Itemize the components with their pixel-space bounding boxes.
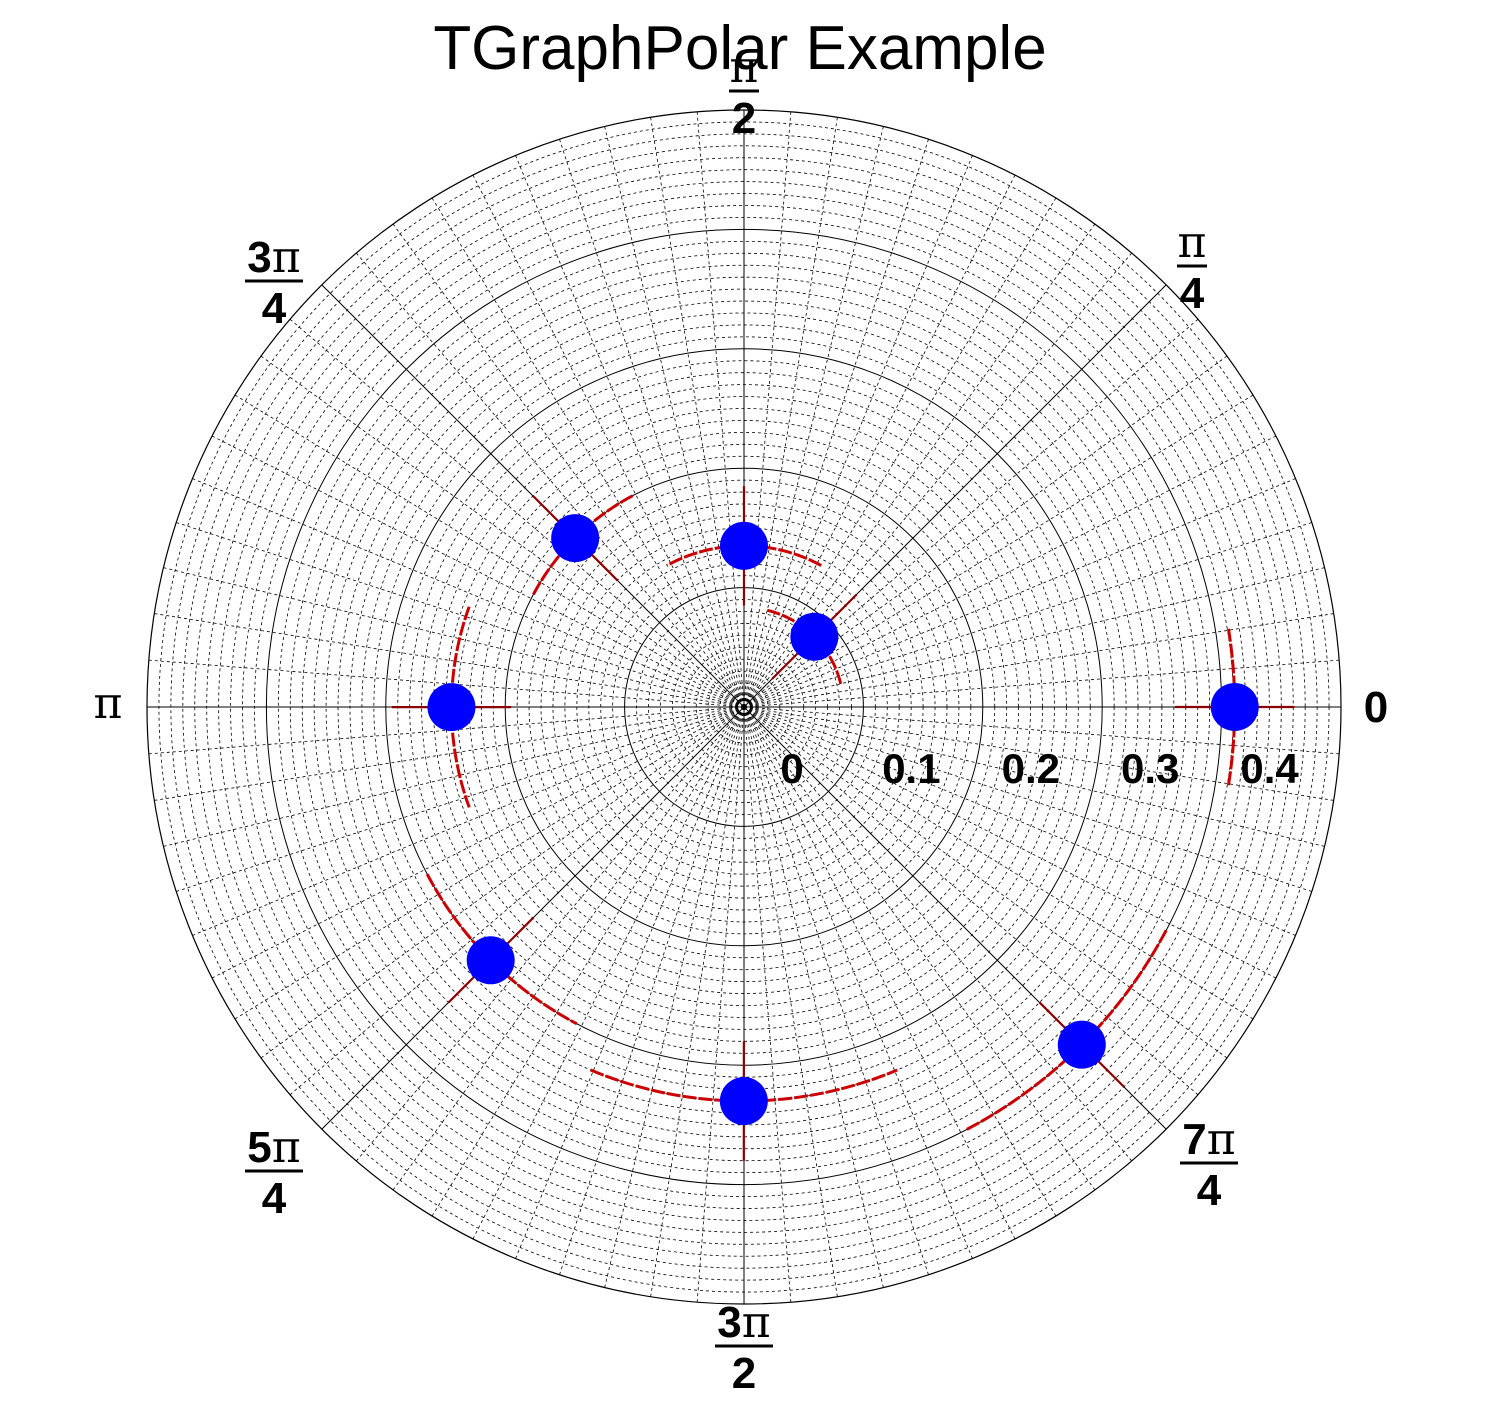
grid-spoke-minor bbox=[192, 478, 745, 708]
grid-spoke-minor bbox=[234, 394, 745, 708]
radial-tick-label: 0.1 bbox=[882, 745, 940, 792]
grid-spoke-minor bbox=[743, 478, 1296, 708]
angle-label-denominator: 4 bbox=[262, 284, 287, 333]
angle-label-text: π bbox=[94, 678, 123, 729]
grid-spoke-minor bbox=[743, 139, 929, 708]
grid-spoke-minor bbox=[211, 706, 745, 979]
grid-spoke-minor bbox=[743, 197, 1057, 708]
grid-spoke-minor bbox=[392, 223, 745, 708]
grid-spoke-minor bbox=[192, 706, 745, 936]
grid-spoke-minor bbox=[743, 111, 792, 708]
grid-spoke-minor bbox=[176, 522, 745, 708]
data-point bbox=[1210, 683, 1259, 731]
grid-spoke-minor bbox=[559, 139, 745, 708]
grid-spoke-minor bbox=[650, 706, 745, 1297]
grid-spoke-minor bbox=[515, 706, 745, 1259]
grid-spoke-minor bbox=[743, 522, 1312, 708]
angle-label-numerator: π bbox=[1178, 217, 1207, 268]
radial-tick-label: 0.2 bbox=[1002, 745, 1060, 792]
grid-spoke-minor bbox=[743, 706, 1312, 892]
data-point bbox=[551, 514, 600, 563]
grid-spoke-minor bbox=[604, 706, 745, 1288]
grid-spoke-minor bbox=[431, 197, 745, 708]
data-point bbox=[1057, 1020, 1106, 1069]
data-point bbox=[719, 1077, 768, 1126]
angle-label-numerator: 7π bbox=[1182, 1114, 1235, 1165]
angle-tick-label: 7π4 bbox=[1180, 1114, 1238, 1215]
grid-spoke-minor bbox=[515, 155, 745, 708]
angle-tick-label: 0 bbox=[1364, 683, 1388, 732]
grid-spoke-minor bbox=[559, 706, 745, 1275]
data-markers bbox=[427, 514, 1259, 1126]
angle-label-text: 0 bbox=[1364, 683, 1388, 732]
angular-error-arc bbox=[1226, 628, 1237, 786]
angle-label-denominator: 4 bbox=[1180, 269, 1205, 318]
grid-spoke-minor bbox=[260, 706, 745, 1059]
grid-spoke-minor bbox=[604, 126, 745, 708]
grid-spoke-minor bbox=[355, 706, 745, 1162]
grid-spoke-minor bbox=[743, 155, 973, 708]
angle-label-denominator: 2 bbox=[732, 1349, 756, 1398]
angle-label-numerator: π bbox=[730, 42, 759, 93]
data-point bbox=[466, 936, 515, 985]
grid-spoke-minor bbox=[472, 174, 745, 708]
angle-tick-label: 5π4 bbox=[245, 1122, 303, 1223]
grid-spoke-minor bbox=[472, 706, 745, 1240]
angle-tick-label: π4 bbox=[1177, 217, 1207, 318]
angle-label-denominator: 2 bbox=[732, 94, 756, 143]
angle-label-numerator: 3π bbox=[717, 1297, 770, 1348]
angle-label-denominator: 4 bbox=[1197, 1166, 1222, 1215]
data-point bbox=[790, 612, 839, 661]
grid-spoke-minor bbox=[176, 706, 745, 892]
data-point bbox=[719, 521, 768, 570]
radial-tick-label: 0.4 bbox=[1240, 745, 1299, 792]
chart-title: TGraphPolar Example bbox=[433, 14, 1046, 83]
data-point bbox=[427, 683, 476, 732]
radial-tick-label: 0 bbox=[780, 745, 803, 792]
angle-tick-label: 3π4 bbox=[245, 232, 303, 333]
angle-tick-label: π2 bbox=[729, 42, 759, 143]
grid-spoke-minor bbox=[696, 111, 745, 708]
angle-label-denominator: 4 bbox=[262, 1174, 287, 1223]
grid-spoke-minor bbox=[743, 706, 1296, 936]
radial-tick-label: 0.3 bbox=[1121, 745, 1179, 792]
angle-tick-label: π bbox=[94, 678, 123, 729]
angle-label-numerator: 5π bbox=[247, 1122, 300, 1173]
angle-label-numerator: 3π bbox=[247, 232, 300, 283]
angle-tick-label: 3π2 bbox=[715, 1297, 773, 1398]
